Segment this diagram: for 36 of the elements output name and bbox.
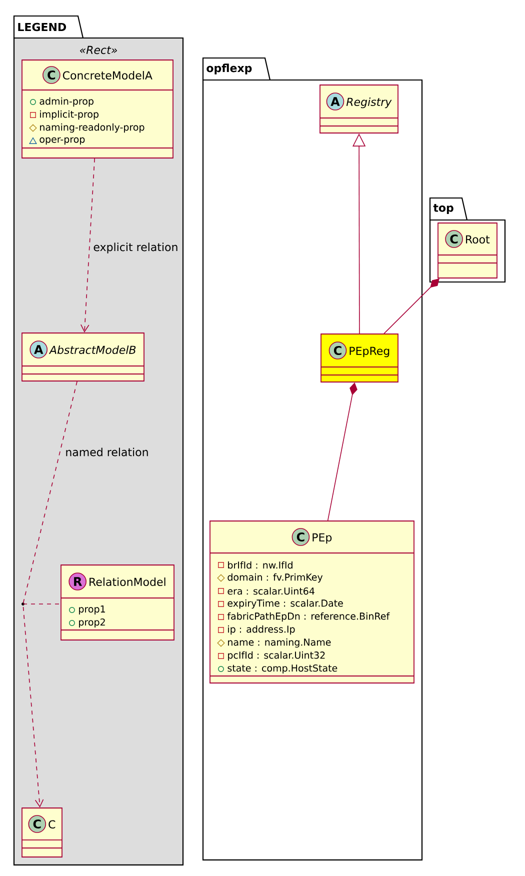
class-box bbox=[210, 520, 414, 684]
class-box bbox=[22, 60, 174, 158]
class-header: A AbstractModelB bbox=[30, 340, 136, 358]
edge-label: explicit relation bbox=[92, 242, 180, 254]
class-attribute: ip : address.Ip bbox=[218, 625, 295, 635]
class-header: C PEpReg bbox=[328, 342, 390, 360]
class-attribute: expiryTime : scalar.Date bbox=[218, 599, 343, 609]
class-header: C C bbox=[28, 815, 56, 833]
arrow bbox=[22, 381, 78, 808]
class-header: C Root bbox=[445, 230, 490, 248]
node-label: top bbox=[433, 204, 454, 214]
class-attribute: domain : fv.PrimKey bbox=[217, 573, 323, 583]
class-attribute: prop1 bbox=[69, 606, 105, 614]
class-box bbox=[320, 84, 398, 134]
class-attribute: fabricPathEpDn : reference.BinRef bbox=[218, 612, 390, 622]
class-attribute: state : comp.HostState bbox=[218, 664, 338, 674]
class-box bbox=[22, 332, 144, 382]
class-header: C PEp bbox=[292, 528, 332, 546]
class-header: R RelationModel bbox=[68, 572, 166, 590]
node-label: LEGEND bbox=[18, 22, 66, 32]
class-attribute: prop2 bbox=[69, 618, 105, 628]
class-box bbox=[438, 222, 498, 278]
class-attribute: admin-prop bbox=[30, 97, 94, 107]
class-attribute: naming-readonly-prop bbox=[29, 123, 144, 133]
class-box bbox=[320, 334, 398, 382]
edge-label: named relation bbox=[64, 446, 150, 458]
class-attribute: name : naming.Name bbox=[217, 638, 331, 648]
class-attribute: implicit-prop bbox=[30, 110, 98, 120]
class-box bbox=[60, 564, 174, 640]
class-header: C ConcreteModelA bbox=[42, 66, 152, 84]
class-attribute: era : scalar.Uint64 bbox=[218, 587, 314, 595]
node-label: opflexp bbox=[206, 64, 252, 74]
arrow bbox=[80, 158, 95, 333]
class-attribute: pcIfId : scalar.Uint32 bbox=[218, 651, 325, 661]
class-header: A Registry bbox=[326, 92, 392, 110]
class-attribute: brIfId : nw.IfId bbox=[218, 561, 292, 569]
